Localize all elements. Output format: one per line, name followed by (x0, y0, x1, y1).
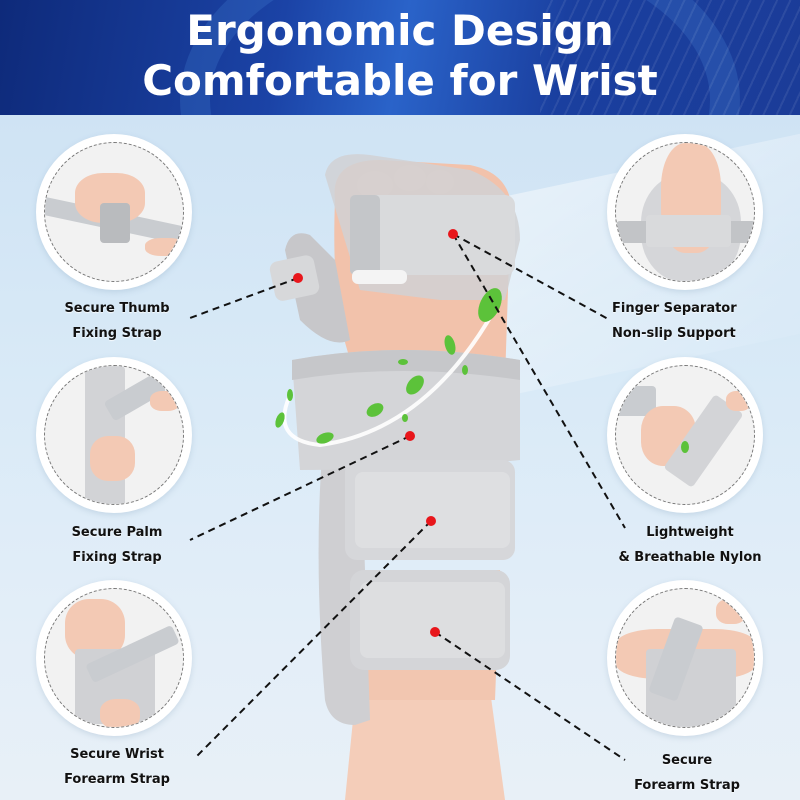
label-wrist-strap: Secure Wrist Forearm Strap (42, 742, 192, 792)
header-banner: Ergonomic Design Comfortable for Wrist (0, 0, 800, 115)
label-line2: Non-slip Support (612, 326, 736, 341)
label-line1: Secure Palm (71, 525, 163, 540)
wrist-strap-photo (36, 580, 192, 736)
title-line-1: Ergonomic Design (186, 6, 614, 55)
label-line1: Finger Separator (612, 301, 737, 316)
label-breathable-nylon: Lightweight & Breathable Nylon (605, 520, 775, 570)
leaf-icon (275, 288, 502, 444)
label-line2: Fixing Strap (72, 326, 162, 341)
breathable-nylon-photo (607, 357, 763, 513)
connector-lines (189, 233, 626, 761)
thumb-strap-photo (36, 134, 192, 290)
title-line-2: Comfortable for Wrist (142, 56, 658, 105)
label-forearm-strap: Secure Forearm Strap (612, 748, 762, 798)
label-thumb-strap: Secure Thumb Fixing Strap (42, 296, 192, 346)
palm-strap-photo (36, 357, 192, 513)
label-palm-strap: Secure Palm Fixing Strap (42, 520, 192, 570)
label-finger-separator: Finger Separator Non-slip Support (612, 296, 772, 346)
label-line1: Lightweight (646, 525, 734, 540)
label-line2: Forearm Strap (64, 772, 170, 787)
finger-separator-photo (607, 134, 763, 290)
label-line2: Fixing Strap (72, 550, 162, 565)
label-line1: Secure (661, 753, 713, 768)
label-line2: & Breathable Nylon (618, 550, 762, 565)
forearm-strap-photo (607, 580, 763, 736)
label-line1: Secure Wrist (70, 747, 164, 762)
marker-dots (293, 229, 458, 637)
label-line2: Forearm Strap (634, 778, 740, 793)
label-line1: Secure Thumb (64, 301, 170, 316)
